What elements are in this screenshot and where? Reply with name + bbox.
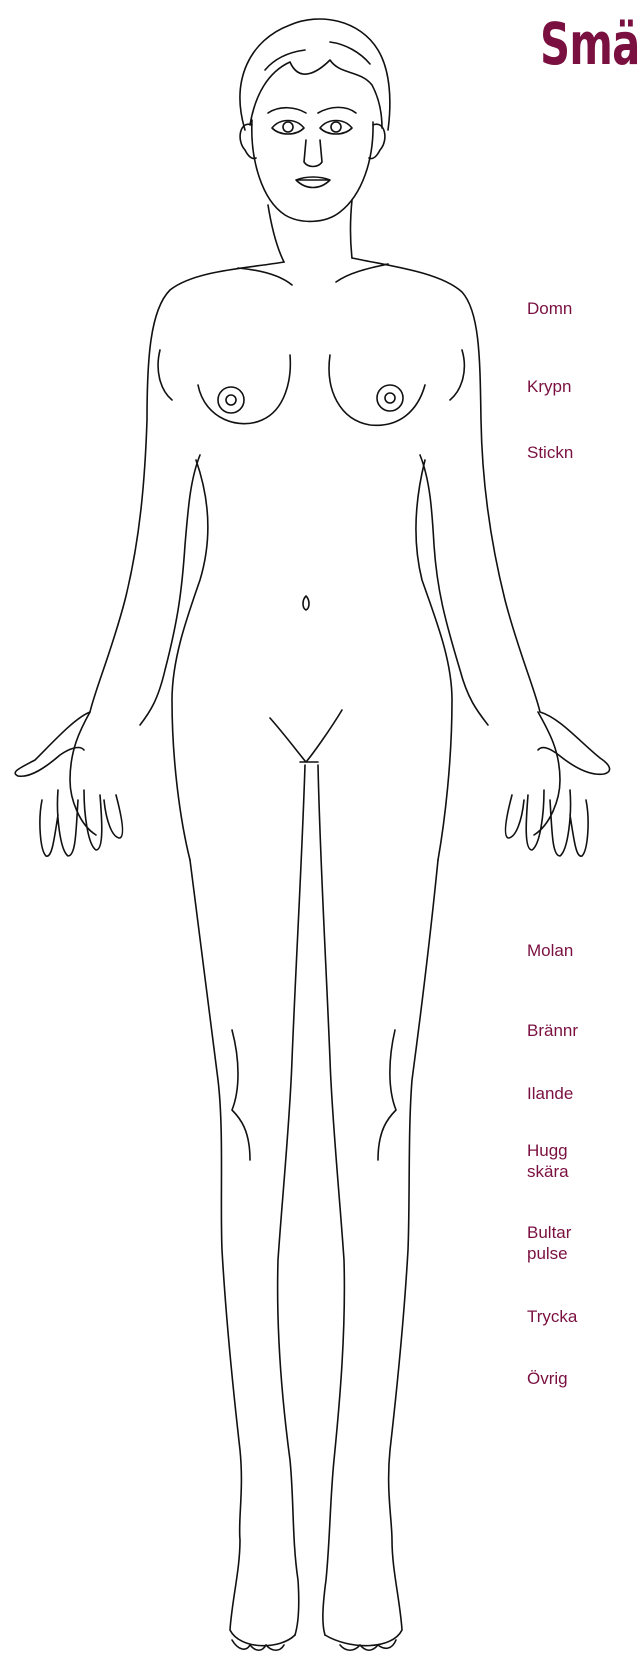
- right-breast: [329, 355, 425, 425]
- left-breast: [198, 355, 290, 424]
- right-areola: [377, 385, 403, 411]
- hair-outline: [240, 19, 390, 130]
- right-leg-outer: [325, 860, 438, 1646]
- label-molan: Molan: [527, 940, 573, 962]
- face-outline: [252, 120, 373, 221]
- left-iris: [283, 122, 293, 132]
- label-bult-line2: pulse: [527, 1243, 568, 1265]
- neck: [268, 200, 352, 262]
- label-ilande: Ilande: [527, 1083, 573, 1105]
- label-stickn: Stickn: [527, 442, 573, 464]
- mouth: [296, 177, 330, 188]
- brows: [268, 107, 356, 113]
- torso-right: [352, 258, 610, 774]
- label-hugg-line2: skära: [527, 1161, 569, 1183]
- label-tryck: Trycka: [527, 1306, 577, 1328]
- left-hand: [40, 712, 123, 856]
- right-hand: [505, 712, 588, 856]
- torso-left: [15, 262, 284, 776]
- navel: [303, 596, 309, 610]
- label-hugg-line1: Hugg: [527, 1140, 568, 1162]
- label-bult-line1: Bultar: [527, 1222, 571, 1244]
- pelvis: [270, 710, 342, 762]
- right-arm-crease: [450, 350, 464, 400]
- left-leg-inner: [278, 765, 305, 1635]
- right-knee: [378, 1030, 396, 1160]
- left-knee: [232, 1030, 250, 1160]
- collarbones: [238, 264, 388, 285]
- page-title: Smär: [540, 10, 642, 78]
- right-iris: [331, 122, 341, 132]
- right-leg-inner: [318, 765, 344, 1635]
- label-branna: Brännr: [527, 1020, 578, 1042]
- left-arm-crease: [158, 350, 172, 400]
- right-inner-arm: [420, 455, 488, 725]
- left-inner-arm: [140, 455, 200, 725]
- waist-left: [172, 460, 208, 860]
- waist-right: [416, 460, 452, 860]
- nose: [304, 140, 322, 167]
- label-domn: Domn: [527, 298, 572, 320]
- label-ovrig: Övrig: [527, 1368, 568, 1390]
- left-areola: [218, 387, 244, 413]
- label-krypn: Krypn: [527, 376, 571, 398]
